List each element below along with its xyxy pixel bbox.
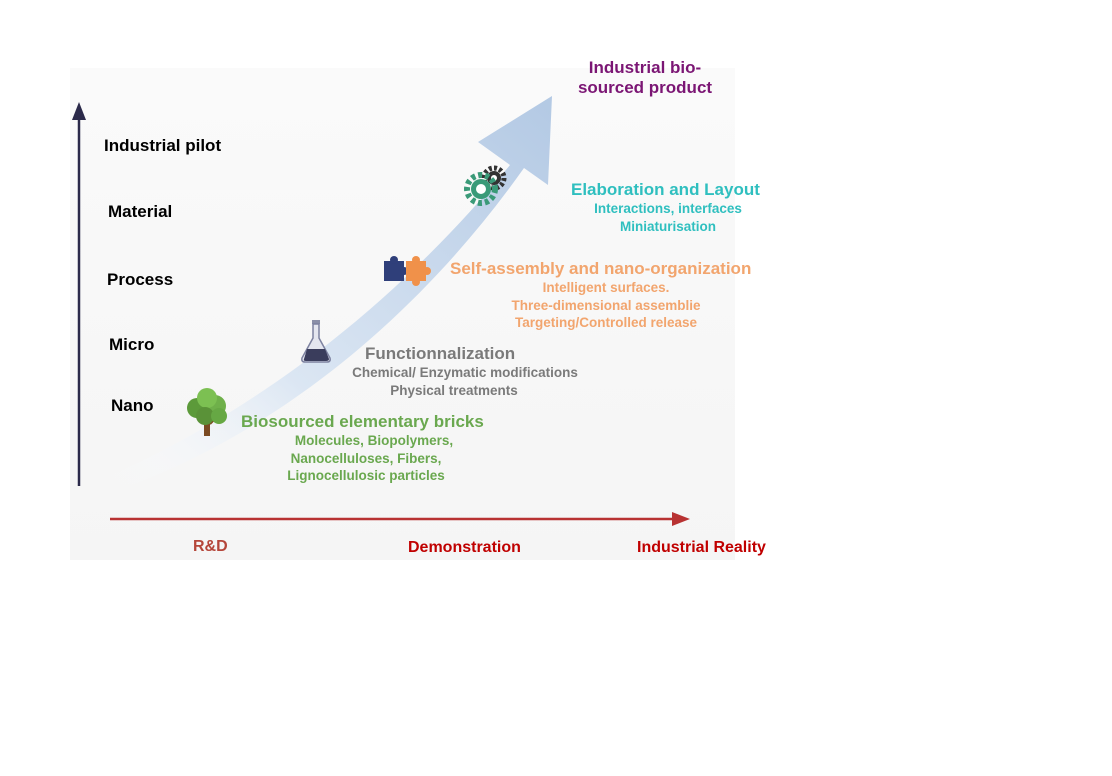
vertical-axis — [72, 102, 86, 486]
step-elaboration-line: Miniaturisation — [619, 219, 716, 234]
goal-label: Industrial bio- sourced product — [570, 58, 720, 98]
flask-icon — [301, 320, 331, 363]
step-elaboration-details: Interactions, interfaces Miniaturisation — [578, 200, 758, 236]
x-stage-demonstration: Demonstration — [408, 539, 521, 556]
step-bricks-line: Lignocellulosic particles — [287, 468, 445, 483]
puzzle-icon — [384, 256, 431, 286]
y-level-industrial-pilot: Industrial pilot — [104, 136, 222, 155]
y-level-material: Material — [108, 202, 173, 221]
step-self-assembly-line: Targeting/Controlled release — [514, 315, 698, 330]
tree-icon — [187, 388, 227, 436]
step-functionalization-details: Chemical/ Enzymatic modifications Physic… — [336, 364, 594, 400]
step-bricks-details: Molecules, Biopolymers, Nanocelluloses, … — [266, 432, 466, 485]
goal-line-1: Industrial bio- — [588, 58, 702, 77]
step-self-assembly-title: Self-assembly and nano-organization — [450, 259, 752, 278]
step-self-assembly-line: Three-dimensional assemblie — [511, 297, 701, 313]
x-stage-rnd: R&D — [193, 538, 228, 555]
step-bricks-title: Biosourced elementary bricks — [241, 412, 484, 431]
y-level-process: Process — [107, 270, 174, 289]
step-functionalization-line: Physical treatments — [390, 383, 518, 398]
step-self-assembly-line: Intelligent surfaces. — [542, 280, 670, 295]
step-bricks-line: Molecules, Biopolymers, — [294, 433, 454, 448]
goal-line-2: sourced product — [577, 78, 713, 97]
step-elaboration-line: Interactions, interfaces — [594, 201, 742, 216]
gears-icon — [464, 165, 507, 206]
x-stage-industrial-reality: Industrial Reality — [637, 539, 766, 556]
step-bricks-line: Nanocelluloses, Fibers, — [290, 450, 442, 466]
background-panel — [70, 68, 735, 560]
step-self-assembly-details: Intelligent surfaces. Three-dimensional … — [494, 279, 718, 332]
growth-arrow — [105, 96, 552, 488]
step-functionalization-line: Chemical/ Enzymatic modifications — [352, 365, 578, 380]
y-level-micro: Micro — [109, 335, 155, 354]
step-elaboration-title: Elaboration and Layout — [571, 180, 760, 199]
step-functionalization-title: Functionnalization — [365, 344, 516, 363]
horizontal-axis — [110, 512, 690, 526]
y-level-nano: Nano — [111, 396, 154, 415]
